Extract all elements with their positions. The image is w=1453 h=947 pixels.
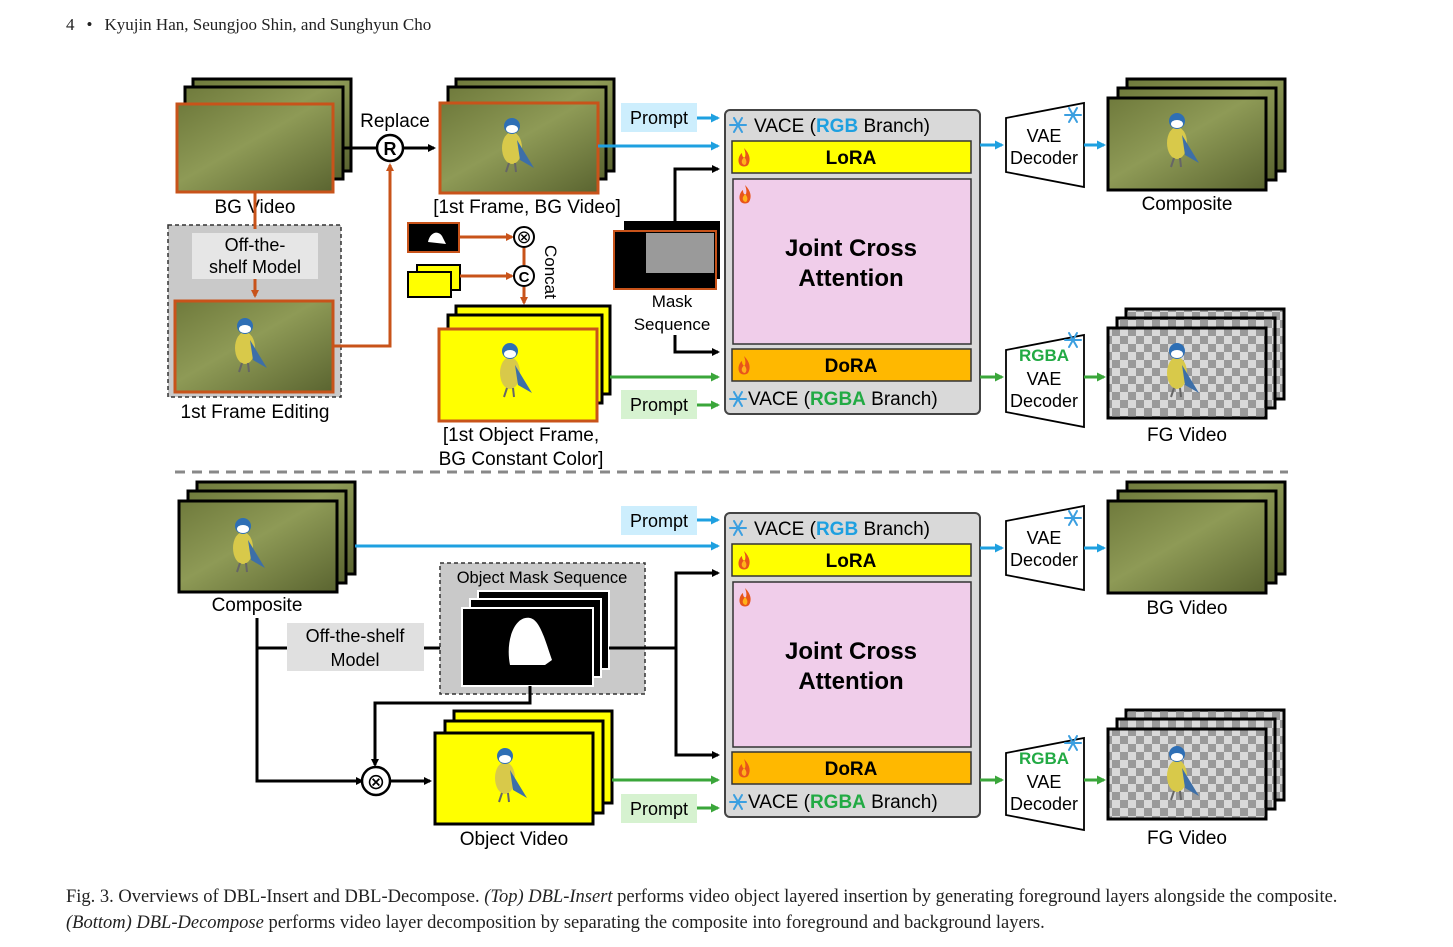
vae-bottom-label-1: VAE [1027, 528, 1062, 548]
vae-decoder-top-rgb: VAE Decoder [1005, 101, 1085, 189]
arrow-mask-to-multiply [371, 686, 532, 767]
dora-label-bottom: DoRA [825, 759, 878, 780]
prompt-rgb-label: Prompt [630, 108, 688, 128]
composite-output-label: Composite [1142, 194, 1233, 215]
figure-caption: Fig. 3. Overviews of DBL-Insert and DBL-… [66, 884, 1396, 936]
first-object-frame-label-1: [1st Object Frame, [443, 425, 599, 446]
arrow-mask-to-dora [674, 648, 720, 759]
object-video-stack [433, 709, 614, 826]
first-object-frame-label-2: BG Constant Color] [439, 449, 604, 470]
vae-decoder-top-rgba: RGBA VAE Decoder [1005, 332, 1085, 429]
concat-operator [513, 265, 535, 287]
prompt-rgb-box [621, 103, 697, 132]
vace-rgba-label-bottom: VACE (RGBA Branch) [748, 792, 938, 813]
fg-video-output-label: FG Video [1147, 425, 1227, 446]
mask-sequence-label-2: Sequence [634, 315, 711, 334]
first-frame-edit-image [173, 299, 335, 394]
vae-decoder-bottom-rgb: VAE Decoder [1005, 504, 1085, 592]
lora-label-bottom: LoRA [826, 551, 877, 572]
object-mask-stack [461, 590, 610, 687]
arrow-mask-to-dora [673, 335, 720, 356]
prompt-rgba-label-bottom: Prompt [630, 799, 688, 819]
vace-block-top: VACE (RGB Branch) LoRA Joint Cross Atten… [724, 109, 981, 415]
caption-top-text: performs video object layered insertion … [612, 887, 1338, 907]
vae-bottom-label-2: Decoder [1010, 550, 1078, 570]
bird-mask-thumbnail [407, 222, 460, 253]
concat-symbol: C [519, 269, 530, 286]
mask-sequence-thumbnail [613, 221, 720, 290]
prompt-rgba-label: Prompt [630, 395, 688, 415]
composite-input-label: Composite [212, 595, 303, 616]
vae-rgba-label-1: VAE [1027, 369, 1062, 389]
first-object-frame-stack [437, 304, 612, 423]
lora-label: LoRA [826, 148, 877, 169]
vace-rgba-label: VACE (RGBA Branch) [748, 389, 938, 410]
off-the-shelf-bottom-label-2: Model [330, 650, 379, 670]
bg-video-stack [175, 77, 353, 194]
arrow-mask-to-lora [673, 165, 720, 221]
vace-rgb-label: VACE (RGB Branch) [754, 116, 930, 137]
replace-symbol: R [384, 139, 397, 159]
bg-video-output-label: BG Video [1147, 598, 1228, 619]
fg-video-output-label-bottom: FG Video [1147, 828, 1227, 849]
concat-label: Concat [541, 245, 560, 299]
dora-label: DoRA [825, 356, 878, 377]
off-the-shelf-label-2: shelf Model [209, 257, 301, 277]
off-the-shelf-model-box-bottom [287, 623, 424, 671]
vae-label-2: Decoder [1010, 148, 1078, 168]
prompt-rgb-label-bottom: Prompt [630, 511, 688, 531]
composite-output-stack [1106, 77, 1287, 192]
object-mask-sequence-label: Object Mask Sequence [457, 569, 628, 587]
off-the-shelf-bottom-label-1: Off-the-shelf [306, 626, 406, 646]
vae-rgba-label-2: Decoder [1010, 391, 1078, 411]
rgba-vae-tag: RGBA [1019, 346, 1069, 365]
vae-rgba-bottom-label-2: Decoder [1010, 794, 1078, 814]
caption-bottom-italic: (Bottom) DBL-Decompose [66, 913, 264, 933]
figure-diagram: BG Video Off-the- shelf Model 1st Frame … [167, 77, 1288, 850]
vace-rgb-label-bottom: VACE (RGB Branch) [754, 519, 930, 540]
mask-sequence-label-1: Mask [652, 292, 693, 311]
prompt-rgba-box [621, 390, 697, 419]
first-frame-bg-video-stack [438, 77, 616, 195]
vae-label-1: VAE [1027, 126, 1062, 146]
prompt-rgba-box-bottom [621, 794, 697, 823]
rgba-vae-tag-bottom: RGBA [1019, 749, 1069, 768]
joint-attention-bottom-label-2: Attention [798, 668, 903, 695]
multiply-symbol-bottom: ⊗ [367, 769, 385, 794]
vae-rgba-bottom-label-1: VAE [1027, 772, 1062, 792]
fg-video-output-stack [1106, 307, 1286, 420]
vae-decoder-bottom-rgba: RGBA VAE Decoder [1005, 735, 1085, 832]
prompt-rgb-box-bottom [621, 506, 697, 535]
replace-label: Replace [360, 111, 430, 132]
arrow-edit-to-replace [333, 163, 394, 348]
arrow-composite-to-multiply [255, 618, 364, 785]
page-number: 4 [66, 15, 75, 34]
multiply-operator [513, 226, 535, 248]
first-frame-editing-label: 1st Frame Editing [181, 402, 330, 423]
constant-color-thumbnail [407, 264, 461, 298]
object-video-label: Object Video [460, 829, 568, 850]
joint-attention-bottom-label-1: Joint Cross [785, 638, 917, 665]
vace-block-bottom: VACE (RGB Branch) LoRA Joint Cross Atten… [724, 512, 981, 818]
joint-attention-label-1: Joint Cross [785, 235, 917, 262]
bg-video-output-stack [1106, 480, 1287, 595]
fg-video-output-stack-bottom [1106, 708, 1286, 821]
caption-lead: Fig. 3. Overviews of DBL-Insert and DBL-… [66, 887, 485, 907]
off-the-shelf-label-box [192, 233, 318, 279]
first-frame-bg-video-label: [1st Frame, BG Video] [433, 197, 621, 218]
caption-top-italic: (Top) DBL-Insert [484, 887, 613, 907]
multiply-symbol: ⊗ [516, 227, 531, 247]
off-the-shelf-label-1: Off-the- [225, 235, 286, 255]
page-header: 4 • Kyujin Han, Seungjoo Shin, and Sunghyu… [66, 15, 431, 35]
caption-bottom-text: performs video layer decomposition by se… [263, 913, 1045, 933]
arrow-mask-to-lora [609, 569, 720, 650]
authors: Kyujin Han, Seungjoo Shin, and Sunghyun … [104, 15, 432, 34]
header-bullet: • [86, 15, 93, 34]
composite-input-stack [177, 480, 357, 594]
joint-attention-label-2: Attention [798, 265, 903, 292]
